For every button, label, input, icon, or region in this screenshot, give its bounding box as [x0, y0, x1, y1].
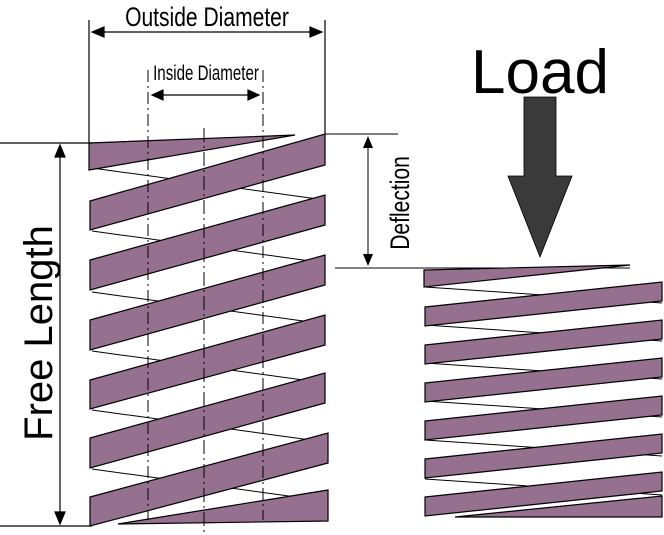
compressed-spring: [423, 264, 663, 518]
deflection-dimension: [325, 133, 630, 269]
free-length-dimension: [0, 142, 92, 527]
outside-diameter-dimension: [88, 20, 326, 143]
free-length-label: Free Length: [17, 225, 61, 441]
free-spring: [88, 133, 329, 527]
free-spring-front-coils: [88, 133, 329, 527]
load-label: Load: [471, 38, 609, 107]
free-spring-guide-lines: [147, 70, 264, 533]
inside-diameter-label: Inside Diameter: [153, 60, 259, 84]
compressed-spring-front-coils: [423, 264, 663, 518]
load-arrow-icon: [507, 96, 573, 259]
outside-diameter-label: Outside Diameter: [125, 3, 289, 33]
deflection-label: Deflection: [386, 156, 416, 250]
inside-diameter-dimension: [150, 89, 261, 101]
